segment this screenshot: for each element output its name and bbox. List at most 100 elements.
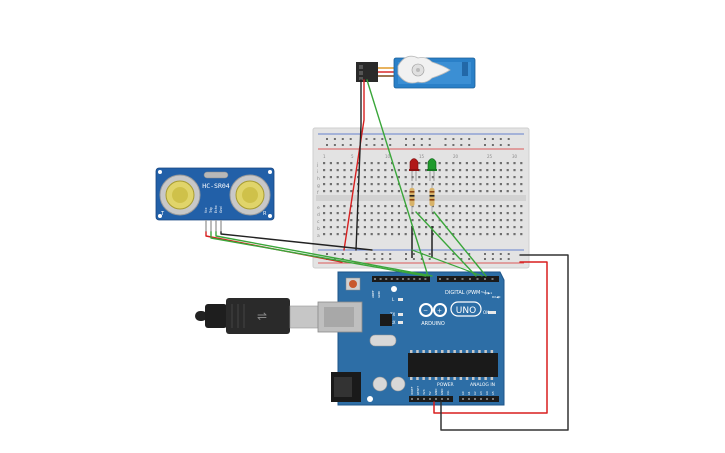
breadboard-hole xyxy=(486,162,489,165)
rail-hole xyxy=(460,138,463,140)
breadboard-hole xyxy=(438,212,441,215)
wire-gnd xyxy=(440,254,569,431)
breadboard-hole xyxy=(472,212,475,215)
breadboard-hole xyxy=(357,233,360,236)
header-pin xyxy=(429,398,431,400)
breadboard-hole xyxy=(479,169,482,172)
breadboard-hole xyxy=(513,190,516,193)
header-pin xyxy=(423,398,425,400)
arduino-brand: ARDUINO xyxy=(421,321,445,327)
breadboard-hole xyxy=(513,183,516,186)
rail-hole xyxy=(326,144,328,146)
rail-hole xyxy=(412,253,415,255)
microcontroller-pins xyxy=(410,350,494,380)
rail-hole xyxy=(405,138,407,140)
breadboard-hole xyxy=(329,162,332,165)
breadboard-hole xyxy=(323,162,326,165)
power-pin-label: GND xyxy=(440,389,444,395)
breadboard-hole xyxy=(418,212,421,215)
rail-hole xyxy=(373,144,376,146)
breadboard-hole xyxy=(493,169,496,172)
chip-pin xyxy=(484,377,487,380)
breadboard-hole xyxy=(418,169,421,172)
rail-hole xyxy=(405,253,407,255)
breadboard-hole xyxy=(370,219,373,222)
digital-header-pins xyxy=(374,278,494,280)
wire-green-led xyxy=(433,211,487,277)
bottom-header-pins xyxy=(411,398,494,400)
breadboard-hole xyxy=(445,162,448,165)
wire-red-led xyxy=(415,211,477,277)
breadboard-hole xyxy=(377,190,380,193)
breadboard-hole xyxy=(370,233,373,236)
breadboard-hole xyxy=(513,205,516,208)
breadboard-hole xyxy=(479,205,482,208)
breadboard-hole xyxy=(377,183,380,186)
rail-hole xyxy=(341,253,344,255)
breadboard-hole xyxy=(404,190,407,193)
breadboard-hole xyxy=(343,212,346,215)
breadboard-hole xyxy=(438,190,441,193)
breadboard-hole xyxy=(479,233,482,236)
rail-hole xyxy=(412,138,415,140)
breadboard-hole xyxy=(465,205,468,208)
power-pin-label: Vin xyxy=(446,390,450,395)
breadboard-hole xyxy=(425,233,428,236)
breadboard-hole xyxy=(357,162,360,165)
breadboard-hole xyxy=(397,190,400,193)
breadboard-hole xyxy=(465,212,468,215)
bb-col-label: 15 xyxy=(419,154,425,159)
breadboard-hole xyxy=(404,169,407,172)
rail-hole xyxy=(420,138,423,140)
red-led xyxy=(409,158,419,181)
breadboard-hole xyxy=(445,233,448,236)
breadboard-hole xyxy=(479,176,482,179)
sensor-transducer-right xyxy=(229,174,271,216)
breadboard-hole xyxy=(336,233,339,236)
breadboard-hole xyxy=(370,169,373,172)
analog-pin-label: A4 xyxy=(485,391,489,395)
rail-hole xyxy=(507,144,510,146)
header-pin xyxy=(407,278,410,280)
breadboard-hole xyxy=(472,169,475,172)
on-led-label: ON xyxy=(483,310,489,315)
power-pin-label: 3V3 xyxy=(422,389,426,395)
bb-col-label: 25 xyxy=(487,154,493,159)
header-pin xyxy=(417,398,419,400)
rail-hole xyxy=(365,138,368,140)
rail-hole xyxy=(412,258,415,260)
wire-servo-signal xyxy=(366,79,429,277)
breadboard-hole xyxy=(363,183,366,186)
header-pin xyxy=(435,398,437,400)
breadboard-hole xyxy=(452,162,455,165)
breadboard-hole xyxy=(391,233,394,236)
rail-hole xyxy=(365,144,368,146)
breadboard-hole xyxy=(336,176,339,179)
breadboard-hole xyxy=(493,219,496,222)
breadboard-hole xyxy=(363,233,366,236)
breadboard-hole xyxy=(486,212,489,215)
breadboard-hole xyxy=(465,190,468,193)
header-pin xyxy=(411,398,413,400)
breadboard-hole xyxy=(465,226,468,229)
aref-label: AREF xyxy=(371,290,375,298)
bb-row-label: c xyxy=(317,220,320,225)
breadboard-hole xyxy=(391,205,394,208)
rxd-label: RX◀0 xyxy=(492,295,500,299)
usb-cable: ⇌ xyxy=(195,298,319,334)
breadboard-hole xyxy=(425,219,428,222)
breadboard-hole xyxy=(363,169,366,172)
rail-hole xyxy=(389,138,392,140)
breadboard-hole xyxy=(493,226,496,229)
breadboard-hole xyxy=(499,162,502,165)
breadboard-hole xyxy=(493,205,496,208)
sensor-pin-label: Vcc xyxy=(204,207,208,213)
breadboard-hole xyxy=(370,183,373,186)
breadboard-hole xyxy=(472,219,475,222)
rail-hole xyxy=(333,138,336,140)
bb-row-label: e xyxy=(317,206,320,211)
breadboard-hole xyxy=(499,233,502,236)
breadboard-hole xyxy=(350,162,353,165)
breadboard-hole xyxy=(418,183,421,186)
rail-hole xyxy=(491,144,494,146)
